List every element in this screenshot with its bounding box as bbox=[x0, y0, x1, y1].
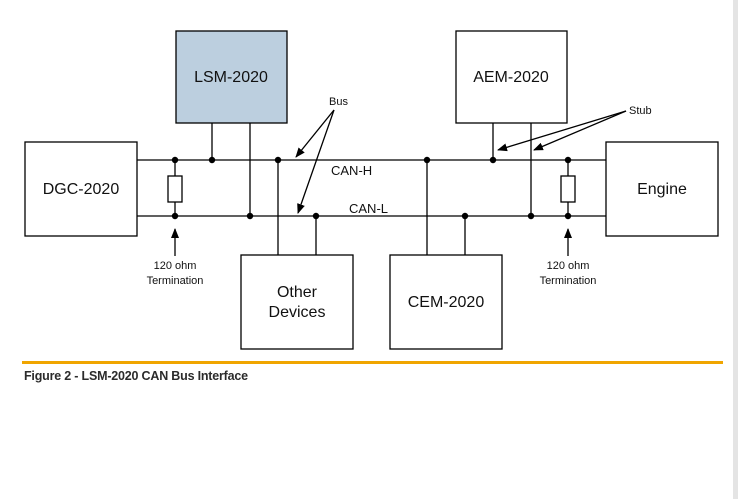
junction-dot bbox=[208, 156, 216, 164]
page-edge bbox=[733, 0, 738, 499]
junction-dot bbox=[564, 156, 572, 164]
other-devices-label-line2: Devices bbox=[269, 304, 326, 321]
left-termination-label-line2: Termination bbox=[147, 275, 204, 287]
junction-dot bbox=[171, 156, 179, 164]
can-bus-diagram: LSM-2020 AEM-2020 DGC-2020 Engine Other … bbox=[24, 30, 719, 350]
aem-2020-label: AEM-2020 bbox=[473, 69, 549, 86]
bus-arrow-to-can-l bbox=[297, 109, 335, 214]
figure-caption: Figure 2 - LSM-2020 CAN Bus Interface bbox=[24, 369, 248, 383]
cem-2020-box bbox=[389, 254, 503, 350]
can-h-label: CAN-H bbox=[331, 163, 372, 178]
junction-dot bbox=[312, 212, 320, 220]
junction-dot bbox=[274, 156, 282, 164]
junction-dot bbox=[564, 212, 572, 220]
other-devices-box bbox=[240, 254, 354, 350]
junction-dot bbox=[461, 212, 469, 220]
junction-dot bbox=[489, 156, 497, 164]
can-l-label: CAN-L bbox=[349, 201, 388, 216]
other-devices-label-line1: Other bbox=[277, 284, 318, 301]
dgc-2020-box bbox=[24, 141, 138, 237]
lsm-2020-box bbox=[175, 30, 288, 124]
bus-annotation-label: Bus bbox=[329, 96, 348, 108]
engine-box bbox=[605, 141, 719, 237]
stub-arrow-to-aem-l bbox=[533, 110, 627, 151]
left-termination-label-line1: 120 ohm bbox=[154, 260, 197, 272]
junction-dot bbox=[423, 156, 431, 164]
stub-annotation-label: Stub bbox=[629, 105, 652, 117]
caption-divider bbox=[22, 361, 723, 364]
junction-dot bbox=[246, 212, 254, 220]
right-termination-resistor-icon bbox=[560, 175, 576, 203]
engine-label: Engine bbox=[637, 181, 687, 198]
aem-2020-box bbox=[455, 30, 568, 124]
cem-2020-label: CEM-2020 bbox=[408, 294, 485, 311]
dgc-2020-label: DGC-2020 bbox=[43, 181, 120, 198]
junction-dot bbox=[527, 212, 535, 220]
bus-arrow-to-can-h bbox=[295, 109, 335, 158]
lsm-2020-label: LSM-2020 bbox=[194, 69, 268, 86]
left-termination-resistor-icon bbox=[167, 175, 183, 203]
stub-arrow-to-aem-h bbox=[497, 110, 627, 152]
right-termination-label-line2: Termination bbox=[540, 275, 597, 287]
junction-dot bbox=[171, 212, 179, 220]
right-termination-label-line1: 120 ohm bbox=[547, 260, 590, 272]
